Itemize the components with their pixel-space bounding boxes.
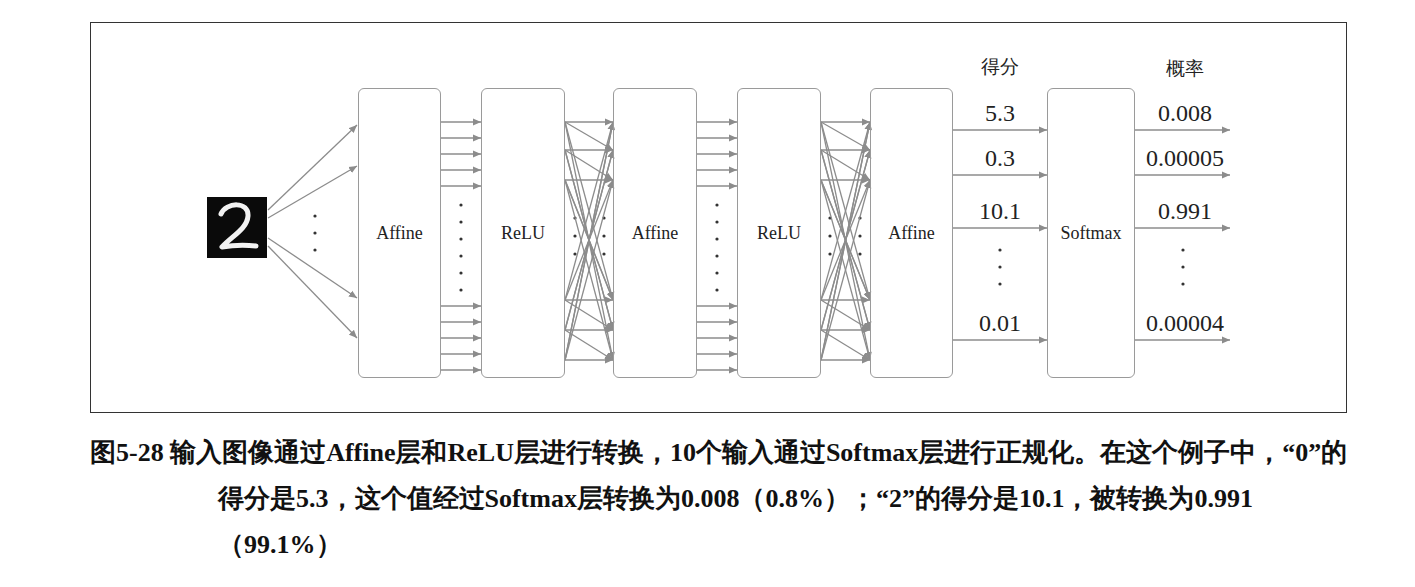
- connection-arrow: [441, 321, 481, 322]
- input-digit-image: [207, 197, 267, 258]
- score-value: 0.01: [979, 310, 1021, 336]
- connection-arrow: [821, 121, 870, 122]
- connection-arrow: [821, 122, 870, 300]
- connection-arrow: [565, 179, 613, 180]
- connection-arrow: [697, 137, 737, 138]
- connection-arrow: [565, 122, 613, 360]
- relu-layer: ReLU: [481, 88, 565, 378]
- probability-value: 0.008: [1158, 100, 1212, 126]
- relu-layer: ReLU: [737, 88, 821, 378]
- connection-arrow: [565, 359, 613, 360]
- connection-arrow: [821, 122, 870, 360]
- connection-arrow: [565, 122, 613, 300]
- connection-arrow: [565, 121, 613, 122]
- connection-arrow: [697, 369, 737, 370]
- connection-arrow: [697, 321, 737, 322]
- connection-arrow: [441, 169, 481, 170]
- connection-arrow: [953, 339, 1047, 340]
- ellipsis-dots: [313, 203, 1184, 291]
- layer-connections: [565, 122, 613, 360]
- probability-value: 0.00004: [1146, 310, 1224, 336]
- probability-value: 0.00005: [1146, 145, 1224, 171]
- connection-arrow: [565, 122, 613, 150]
- connection-arrow: [821, 122, 870, 360]
- output-arrows: [1135, 130, 1230, 340]
- connection-arrow: [953, 227, 1047, 228]
- connection-arrow: [821, 122, 870, 300]
- layer-name: Affine: [888, 223, 935, 244]
- connection-arrow: [441, 353, 481, 354]
- layer-connections: [953, 130, 1047, 340]
- connection-arrow: [565, 299, 613, 300]
- connection-arrow: [821, 329, 870, 330]
- connection-arrow: [697, 153, 737, 154]
- connection-arrow: [441, 121, 481, 122]
- connection-arrow: [441, 185, 481, 186]
- score-value: 5.3: [985, 100, 1015, 126]
- connection-arrow: [953, 174, 1047, 175]
- figure-caption: 图5-28 输入图像通过Affine层和ReLU层进行转换，10个输入通过Sof…: [90, 430, 1352, 568]
- connection-arrow: [821, 180, 870, 360]
- softmax-layer: Softmax: [1047, 88, 1135, 378]
- input-arrows: [268, 125, 357, 338]
- score-value: 0.3: [985, 145, 1015, 171]
- connection-arrow: [441, 369, 481, 370]
- connection-arrow: [953, 129, 1047, 130]
- layer-connections: [697, 122, 737, 370]
- connection-arrow: [821, 359, 870, 360]
- connection-arrow: [697, 337, 737, 338]
- connection-arrow: [821, 122, 870, 360]
- connection-arrow: [697, 185, 737, 186]
- connection-arrow: [697, 169, 737, 170]
- connection-arrow: [441, 337, 481, 338]
- column-heading: 得分: [981, 57, 1019, 78]
- layer-connections: [821, 122, 870, 360]
- layer-name: ReLU: [757, 223, 801, 244]
- connection-arrow: [565, 122, 613, 360]
- connection-arrow: [565, 180, 613, 360]
- connection-arrow: [697, 121, 737, 122]
- connection-arrow: [821, 122, 870, 150]
- connection-arrow: [821, 179, 870, 180]
- affine-layer: Affine: [870, 88, 953, 378]
- connection-arrow: [565, 122, 613, 360]
- connection-arrow: [565, 329, 613, 330]
- connection-arrow: [565, 180, 613, 360]
- layer-name: Softmax: [1061, 223, 1122, 244]
- connection-arrow: [565, 122, 613, 300]
- layer-name: Affine: [632, 223, 679, 244]
- column-heading: 概率: [1166, 59, 1204, 80]
- score-value: 10.1: [979, 198, 1021, 224]
- layer-connections: [441, 122, 481, 370]
- layer-name: Affine: [376, 223, 423, 244]
- connection-arrow: [821, 299, 870, 300]
- connection-arrow: [441, 153, 481, 154]
- connection-arrow: [697, 353, 737, 354]
- connection-arrow: [697, 305, 737, 306]
- connection-arrow: [821, 180, 870, 360]
- connection-arrow: [441, 137, 481, 138]
- affine-layer: Affine: [613, 88, 697, 378]
- affine-layer: Affine: [358, 88, 441, 378]
- connection-arrow: [441, 305, 481, 306]
- probability-value: 0.991: [1158, 198, 1212, 224]
- layer-name: ReLU: [501, 223, 545, 244]
- outer-frame: [91, 23, 1347, 413]
